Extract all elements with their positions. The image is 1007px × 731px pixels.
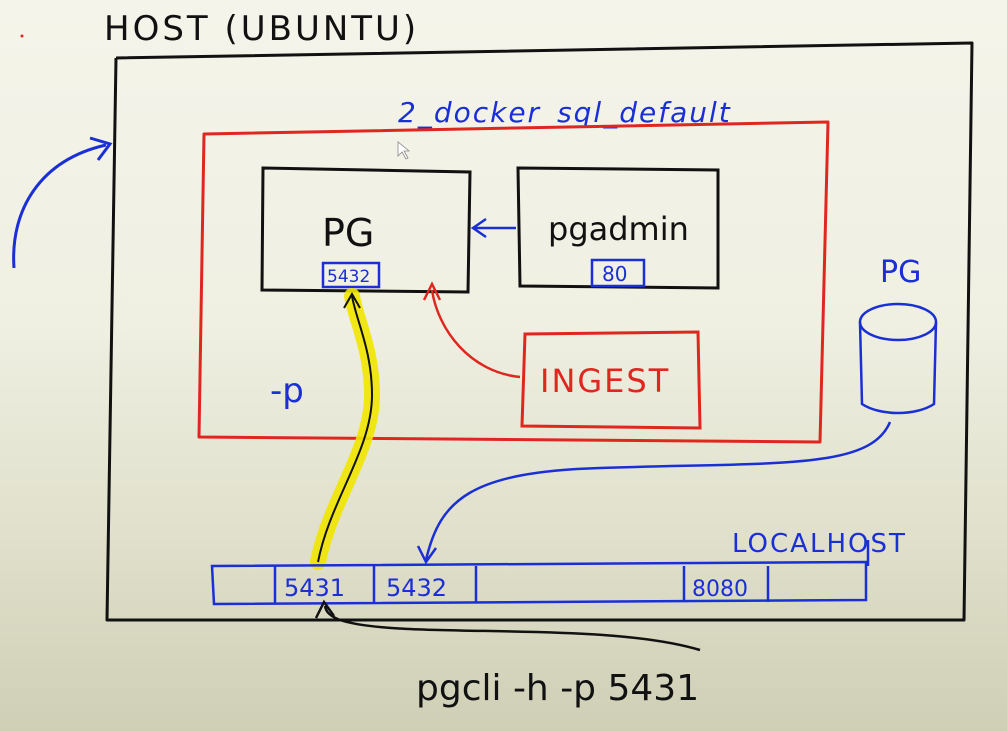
local-pg-label: PG [880, 255, 921, 290]
arrowhead-ingest-icon [422, 281, 442, 301]
arrow-localpg-to-5432 [424, 421, 892, 561]
pg-port-box [321, 261, 381, 289]
curved-arrow-left [12, 143, 107, 269]
ingest-box [520, 330, 702, 430]
pg-container-label: PG [322, 211, 374, 255]
pg-port-label: 5432 [327, 267, 370, 287]
pgadmin-port-box [590, 258, 646, 288]
arrowhead-pgadmin-icon [470, 217, 487, 239]
arrow-ingest-to-pg [430, 289, 521, 379]
pg-container-box [260, 166, 472, 294]
network-box [197, 120, 830, 444]
connection-line [317, 295, 374, 563]
localhost-port-2: 5432 [386, 574, 447, 602]
arrowhead-connection-icon [343, 291, 361, 309]
command-label: pgcli -h -p 5431 [416, 668, 699, 709]
localhost-port-3: 8080 [692, 577, 748, 602]
localhost-port-1: 5431 [284, 574, 345, 602]
arrowhead-localpg-icon [416, 545, 438, 565]
ingest-label: INGEST [540, 362, 670, 400]
arrowhead-left-icon [89, 136, 113, 161]
database-cylinder-icon [858, 321, 938, 415]
localhost-label: LOCALHOST [732, 529, 907, 559]
stray-mark [20, 34, 24, 38]
arrowhead-command-icon [314, 599, 336, 619]
arrow-command-to-5431 [323, 605, 701, 652]
cylinder-top [858, 302, 938, 342]
pgadmin-label: pgadmin [548, 210, 689, 248]
host-box [105, 41, 974, 622]
host-title: HOST (UBUNTU) [104, 9, 419, 49]
mouse-cursor-icon [397, 141, 411, 160]
port-flag-label: -p [270, 371, 304, 411]
pgadmin-port-label: 80 [602, 262, 627, 286]
pgadmin-container-box [516, 166, 720, 290]
localhost-port-bar [210, 560, 868, 606]
